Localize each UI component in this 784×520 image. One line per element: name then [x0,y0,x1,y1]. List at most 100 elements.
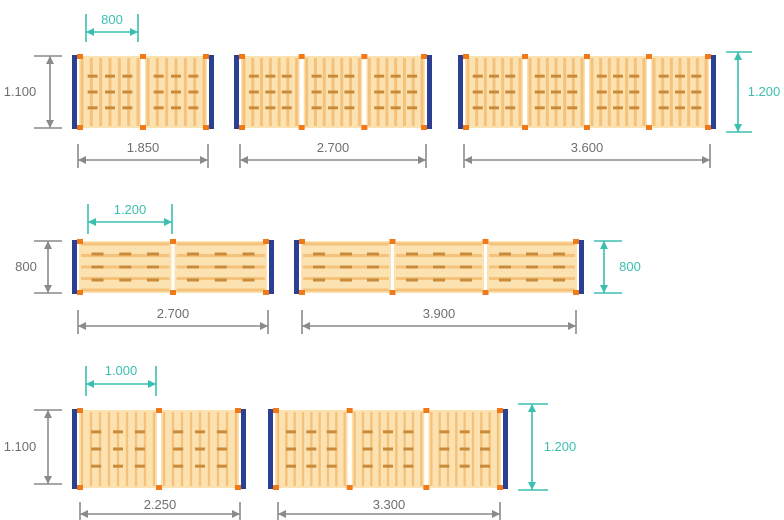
row3-bay-2-upright-left [268,409,273,489]
row1-bay-2-beam-clip-top-1 [239,54,245,59]
row2-bay-1-beam-clip-top-1 [77,239,83,244]
row3-bay-2-upright-right [503,409,508,489]
row3-bay-2-width-label: 3.300 [373,497,406,512]
row1-bay-2: 2.700 [234,54,432,168]
row1-bay-3-beam-clip-bottom-2 [522,125,528,130]
row1-bay-3-beam-clip-top-4 [646,54,652,59]
row1-bay-3-beam-clip-bottom-4 [646,125,652,130]
row3-bay-2-beam-clip-top-2 [346,408,353,413]
row1-bay-1-beam-clip-top-2 [140,54,146,59]
row1-bay-2-beam-clip-bottom-3 [361,125,368,130]
row1-bay-3-pallet-2 [527,56,585,128]
row2-right-height-label: 800 [619,259,641,274]
row3-bay-1-upright-right [241,409,246,489]
row2-pallet-width-label: 1.200 [114,202,147,217]
row2-bay-2-upright-left [294,240,299,294]
row2-bay-2-beam-clip-bottom-3 [482,290,489,295]
row1-bay-1-upright-right [209,55,214,129]
row3-pallet-width-label: 1.000 [105,363,138,378]
row2-bay-2-pallet-3 [487,241,577,293]
row2-bay-1-beam-clip-bottom-3 [263,290,269,295]
row3-bay-2-pallet-2 [351,410,425,488]
row2-bay-2-beam-clip-top-3 [482,239,489,244]
row2-bay-2-beam-clip-top-4 [573,239,579,244]
row1-bay-2-beam-clip-bottom-2 [298,125,305,130]
row2-bay-1-width-dimension: 2.700 [77,306,269,334]
row2-bay-2-pallet-2 [394,241,484,293]
row2-bay-2-beam-clip-bottom-4 [573,290,579,295]
row3-bay-1-width-dimension: 2.250 [79,497,241,520]
row3-bay-1-beam-clip-top-1 [77,408,83,413]
row3-bay-2: 3.300 [268,408,508,520]
row1-bay-1-beam-clip-bottom-3 [203,125,209,130]
row2-pallet-width-dimension: 1.200 [87,202,173,234]
row3-bay-1-pallet-2 [161,410,239,488]
row2-bay-2-width-label: 3.900 [423,306,456,321]
row3-pallet-width-dimension: 1.000 [85,363,157,396]
row3-bay-2-beam-clip-top-1 [273,408,279,413]
row1-right-height-dimension: 1.200 [726,51,780,133]
row1-bay-3-pallet-3 [589,56,647,128]
row1-bay-2-pallet-2 [303,56,363,128]
row1-bay-1-upright-left [72,55,77,129]
row2-bay-1-upright-right [269,240,274,294]
row1-bay-1-width-label: 1.850 [127,140,160,155]
row2-bay-2-beam-clip-top-1 [299,239,305,244]
row1-bay-3-pallet-4 [651,56,709,128]
row1-bay-3-beam-clip-top-5 [705,54,711,59]
row2-bay-2-pallet-1 [301,241,391,293]
row3-bay-2-beam-clip-bottom-2 [346,485,353,490]
row1-bay-3-beam-clip-bottom-1 [463,125,469,130]
row1-bay-3: 3.600 [458,54,716,168]
row1-bay-2-width-label: 2.700 [317,140,350,155]
row1-bay-1-beam-clip-bottom-2 [140,125,146,130]
row1-bay-2-width-dimension: 2.700 [239,140,427,168]
row3-bay-2-beam-clip-bottom-1 [273,485,279,490]
row1-bay-3-width-dimension: 3.600 [463,140,711,168]
row3-bay-1-pallet-1 [79,410,157,488]
row1-bay-3-beam-clip-top-1 [463,54,469,59]
row3-right-height-dimension: 1.200 [518,403,577,491]
row1-bay-2-beam-clip-top-3 [361,54,368,59]
row2-right-height-dimension: 800 [594,240,641,294]
row3-right-height-label: 1.200 [544,439,577,454]
row1-bay-3-upright-right [711,55,716,129]
row2-bay-2-beam-clip-top-2 [389,239,396,244]
row3-bay-1-upright-left [72,409,77,489]
row3-left-height-label: 1.100 [4,439,37,454]
row-3: 1.000 1.100 1.200 2. [4,363,577,520]
row1-bay-2-upright-left [234,55,239,129]
row1-bay-3-beam-clip-bottom-3 [584,125,590,130]
row2-bay-1-upright-left [72,240,77,294]
row3-bay-1-beam-clip-bottom-3 [235,485,241,490]
row1-bay-2-pallet-1 [241,56,300,128]
row2-bay-1-beam-clip-bottom-1 [77,290,83,295]
row1-pallet-width-dimension: 800 [85,12,139,42]
row2-bay-1-beam-clip-top-3 [263,239,269,244]
row1-left-height-label: 1.100 [4,84,37,99]
row1-left-height-dimension: 1.100 [4,55,62,129]
row3-bay-2-width-dimension: 3.300 [277,497,501,520]
row-1: 800 1.100 1.200 [4,12,780,168]
row1-bay-3-width-label: 3.600 [571,140,604,155]
row2-bay-2-width-dimension: 3.900 [301,306,577,334]
row2-bay-2: 3.900 [294,239,584,334]
row1-bay-1: 1.850 [72,54,214,168]
row3-bay-1-beam-clip-bottom-1 [77,485,83,490]
row3-bay-1-beam-clip-bottom-2 [156,485,162,490]
row2-left-height-dimension: 800 [15,240,62,294]
row1-bay-3-beam-clip-bottom-5 [705,125,711,130]
row2-bay-2-upright-right [579,240,584,294]
row-2: 1.200 800 800 2.700 [15,202,641,334]
row3-bay-1-beam-clip-top-2 [156,408,162,413]
row2-bay-1: 2.700 [72,239,274,334]
row1-bay-3-upright-left [458,55,463,129]
row1-bay-1-beam-clip-top-3 [203,54,209,59]
row1-bay-2-pallet-3 [366,56,425,128]
row1-bay-1-pallet-2 [145,56,207,128]
row2-bay-1-pallet-2 [174,241,267,293]
row3-bay-2-beam-clip-top-3 [423,408,430,413]
row1-bay-2-upright-right [427,55,432,129]
row3-bay-2-beam-clip-top-4 [497,408,503,413]
